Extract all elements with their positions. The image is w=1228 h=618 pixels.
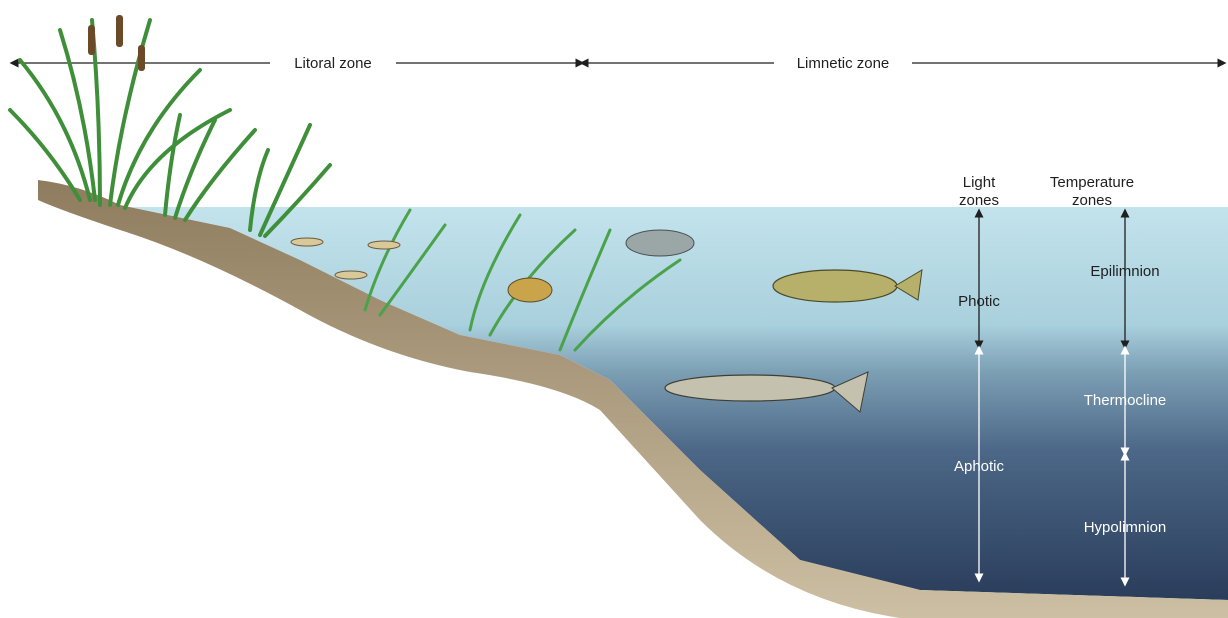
thermocline-label: Thermocline xyxy=(1084,392,1167,409)
hypolimnion-label: Hypolimnion xyxy=(1084,519,1167,536)
limnetic-zone-label: Limnetic zone xyxy=(797,55,890,72)
litoral-zone-span: Litoral zone xyxy=(14,55,580,72)
photic-label: Photic xyxy=(958,293,1000,310)
aphotic-label: Aphotic xyxy=(954,458,1005,475)
light-zones-header-line1: Light xyxy=(963,174,996,191)
litoral-zone-label: Litoral zone xyxy=(294,55,372,72)
temperature-zones-header-line1: Temperature xyxy=(1050,174,1134,191)
light-zones-header-line2: zones xyxy=(959,192,999,209)
epilimnion-label: Epilimnion xyxy=(1090,263,1159,280)
limnetic-zone-span: Limnetic zone xyxy=(584,55,1222,72)
temperature-zones-header-line2: zones xyxy=(1072,192,1112,209)
